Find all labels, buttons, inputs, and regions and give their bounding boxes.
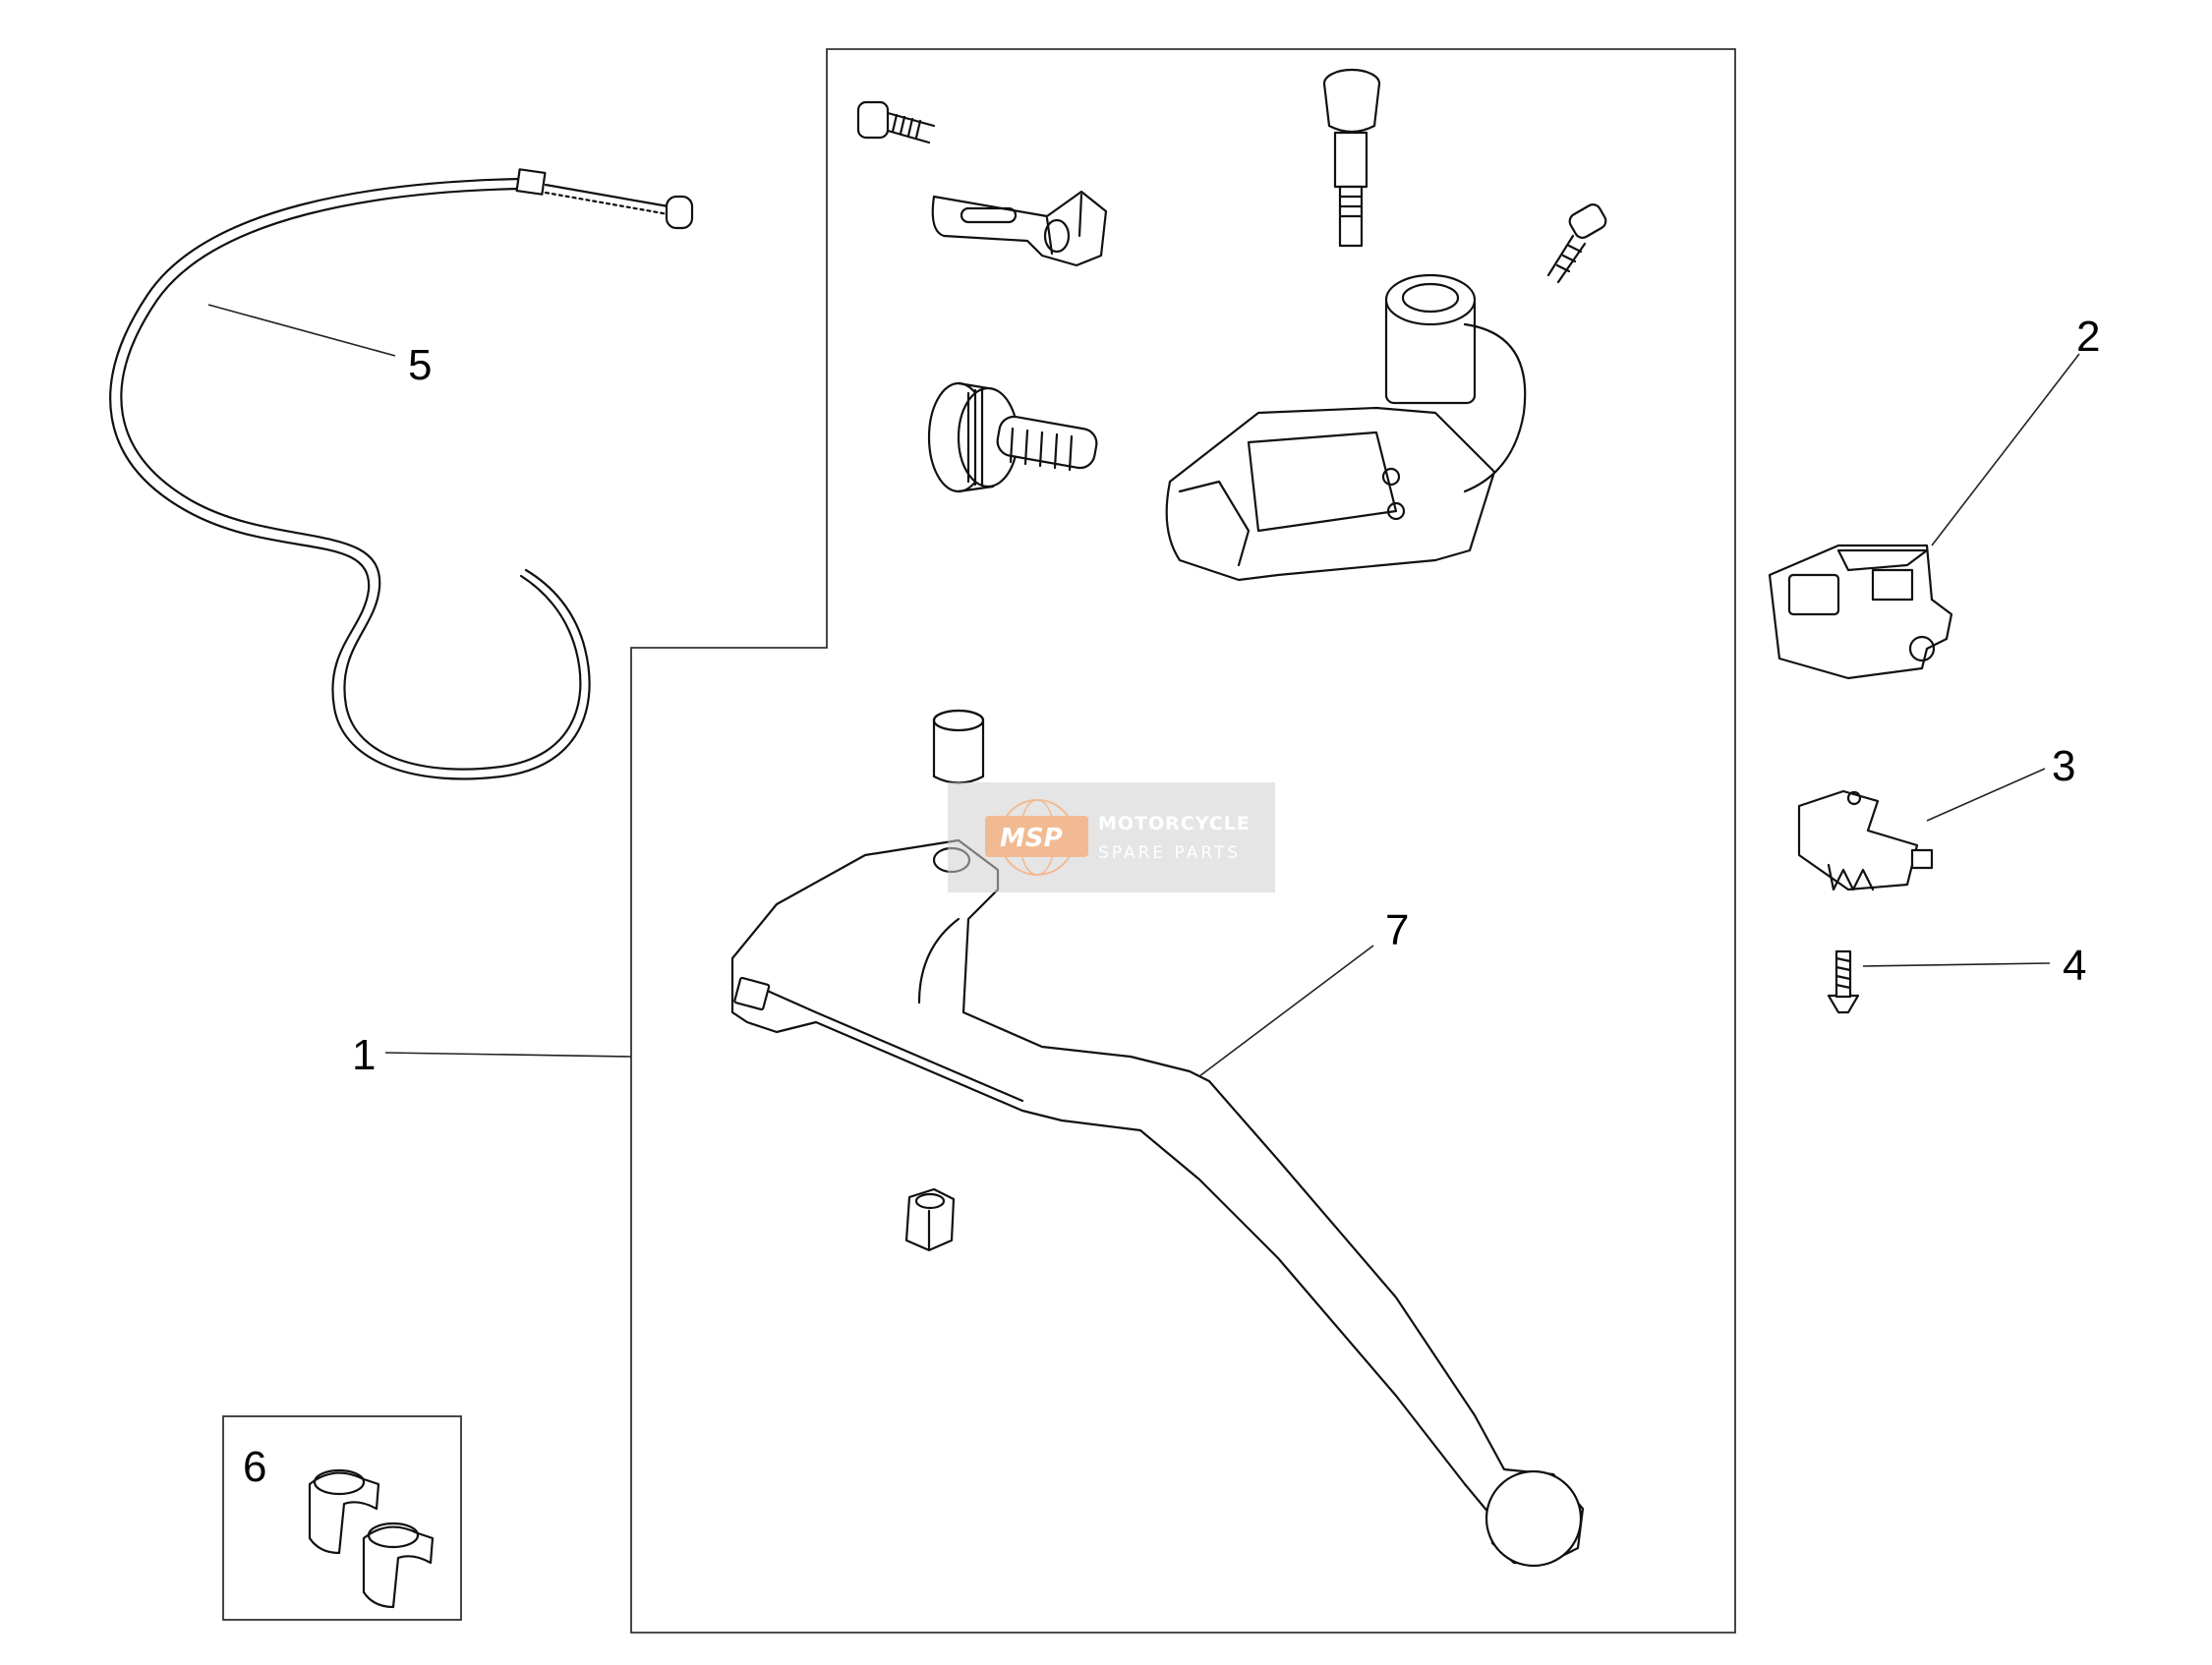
clutch-lever [730,838,1585,1568]
callout-6: 6 [243,1443,266,1491]
watermark-logo: MSP [1000,824,1063,853]
adjuster-knob [927,381,1098,493]
leader-3 [1926,768,2046,822]
assembly-frame [630,48,1736,1634]
watermark: MSP MOTORCYCLE SPARE PARTS [948,782,1275,892]
pivot-bolt [1322,68,1381,248]
watermark-subtitle: SPARE PARTS [1098,843,1241,863]
callout-7: 7 [1385,906,1409,954]
small-screw [1546,203,1607,284]
screw-part [856,100,936,144]
callout-5: 5 [408,341,432,389]
switch-screw [1827,949,1860,1014]
kit-frame [222,1415,462,1621]
leader-4 [1862,962,2051,967]
callout-3: 3 [2052,742,2075,790]
switch-housing [1768,544,1953,680]
callout-4: 4 [2063,942,2086,990]
watermark-logo-bg [985,816,1088,857]
leader-5 [207,304,396,357]
lever-bracket [1165,273,1527,582]
hex-nut [904,1187,956,1252]
cable-clips [308,1468,435,1609]
spacer-bushing [932,709,985,784]
callout-1: 1 [352,1031,376,1079]
leader-2 [1931,353,2080,546]
callout-2: 2 [2076,313,2100,361]
watermark-title: MOTORCYCLE [1098,813,1251,834]
leader-7 [1198,945,1374,1077]
adjuster-clamp [931,190,1108,267]
microswitch [1797,789,1934,891]
clutch-cable [109,168,694,780]
leader-1 [384,1052,632,1058]
